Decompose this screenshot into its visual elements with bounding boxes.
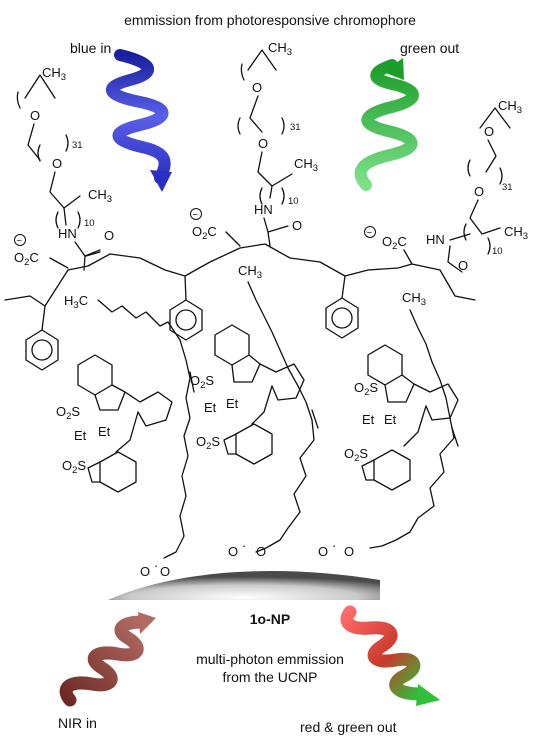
chromo-left-et-bot: Et	[98, 424, 111, 439]
peg-left-hn: HN	[58, 226, 77, 241]
oleate-chain-middle: CH3 O · O	[228, 263, 319, 559]
figure-title: emmission from photoresponsive chromopho…	[124, 12, 416, 28]
peg-right-n31: 31	[502, 182, 513, 193]
nir-in-arrow	[59, 612, 156, 707]
oleate-right-o2: O	[344, 544, 354, 559]
chromo-left-so2-bot: O2S	[62, 458, 86, 476]
carboxylate-left-minus: −	[17, 236, 23, 247]
chromo-left-et-top: Et	[74, 428, 87, 443]
chromo-left-so2-top: O2S	[56, 404, 80, 422]
peg-right-o1: O	[484, 124, 494, 139]
oleate-right-ch3: CH3	[402, 290, 426, 308]
peg-right-n10: 10	[492, 246, 503, 257]
peg-mid-ch3-b: CH3	[294, 156, 318, 174]
carboxylate-right-o2c: O2C	[382, 234, 407, 252]
nanoparticle-label: 1o-NP	[250, 611, 290, 627]
oleate-right-dot: ·	[332, 538, 336, 553]
chromophore-middle: O2S Et Et O2S	[190, 324, 305, 465]
chromophore-right: O2S Et Et O2S	[344, 344, 459, 491]
carboxylate-right: − O2C	[364, 226, 413, 265]
multi-photon-line-2: from the UCNP	[223, 669, 318, 685]
chromo-mid-so2-bot: O2S	[196, 434, 220, 452]
nanoparticle-surface	[108, 570, 380, 600]
carboxylate-left-o2c: O2C	[14, 250, 39, 268]
peg-right-o2: O	[474, 184, 484, 199]
peg-chain-left: CH3 O 31 O CH3 10 HN O	[16, 65, 114, 271]
oleate-left-o: O	[140, 564, 150, 579]
multi-photon-line-1: multi-photon emmission	[196, 651, 344, 667]
phenyl-ring-left	[25, 329, 59, 371]
peg-mid-o2: O	[258, 136, 268, 151]
peg-right-ch3: CH3	[498, 98, 522, 116]
peg-mid-n31: 31	[290, 122, 301, 133]
phenyl-ring-middle	[169, 299, 203, 341]
peg-right-ch3-b: CH3	[504, 224, 528, 242]
oleate-chain-left: H3C O · O	[64, 293, 195, 579]
peg-right-o3: O	[458, 258, 468, 273]
peg-left-n10: 10	[84, 218, 95, 229]
chromo-right-et-top: Et	[362, 412, 375, 427]
peg-mid-ch3: CH3	[268, 40, 292, 58]
oleate-chain-right: CH3 O · O	[318, 290, 459, 559]
polymer-backbone	[4, 243, 476, 307]
peg-right-hn: HN	[426, 232, 445, 247]
blue-in-arrow	[105, 49, 172, 192]
oleate-left-o2: O	[160, 564, 170, 579]
oleate-left-h3c: H3C	[64, 293, 88, 311]
peg-mid-hn: HN	[254, 202, 273, 217]
chromo-mid-et-bot: Et	[226, 396, 239, 411]
green-out-arrow	[354, 58, 419, 191]
green-out-label: green out	[400, 40, 459, 56]
oleate-mid-o2: O	[256, 544, 266, 559]
red-green-out-arrow	[340, 605, 440, 706]
chromo-right-so2-top: O2S	[354, 380, 378, 398]
carboxylate-mid-minus: −	[193, 210, 199, 221]
chromo-right-so2-bot: O2S	[344, 446, 368, 464]
carboxylate-middle: − O2C	[190, 208, 241, 247]
peg-mid-o3: O	[292, 218, 302, 233]
chromo-right-et-bot: Et	[384, 412, 397, 427]
peg-left-ch3-b: CH3	[88, 187, 112, 205]
carboxylate-left: − O2C	[14, 234, 69, 269]
oleate-mid-dot: ·	[242, 538, 246, 553]
oleate-right-o: O	[318, 544, 328, 559]
chromo-mid-et-top: Et	[204, 400, 217, 415]
red-green-out-label: red & green out	[300, 719, 397, 735]
chromophore-left: O2S Et Et O2S	[56, 354, 173, 493]
nir-in-label: NIR in	[58, 715, 97, 731]
blue-in-label: blue in	[70, 40, 111, 56]
peg-left-o1: O	[30, 108, 40, 123]
carboxylate-right-minus: −	[367, 228, 373, 239]
carboxylate-mid-o2c: O2C	[192, 224, 217, 242]
peg-mid-o1: O	[252, 80, 262, 95]
peg-mid-n10: 10	[288, 196, 299, 207]
oleate-mid-o: O	[228, 544, 238, 559]
peg-chain-right: CH3 O 31 O CH3 10 HN O	[426, 98, 528, 273]
chromo-mid-so2-top: O2S	[190, 373, 214, 391]
peg-left-o2: O	[52, 156, 62, 171]
phenyl-ring-right	[325, 297, 359, 339]
peg-left-ch3: CH3	[42, 65, 66, 83]
peg-left-o3: O	[104, 228, 114, 243]
oleate-left-dot: ·	[154, 558, 158, 573]
peg-left-n31: 31	[72, 140, 83, 151]
oleate-mid-ch3: CH3	[238, 263, 262, 281]
peg-chain-middle: CH3 O 31 O CH3 10 HN O	[237, 40, 318, 247]
